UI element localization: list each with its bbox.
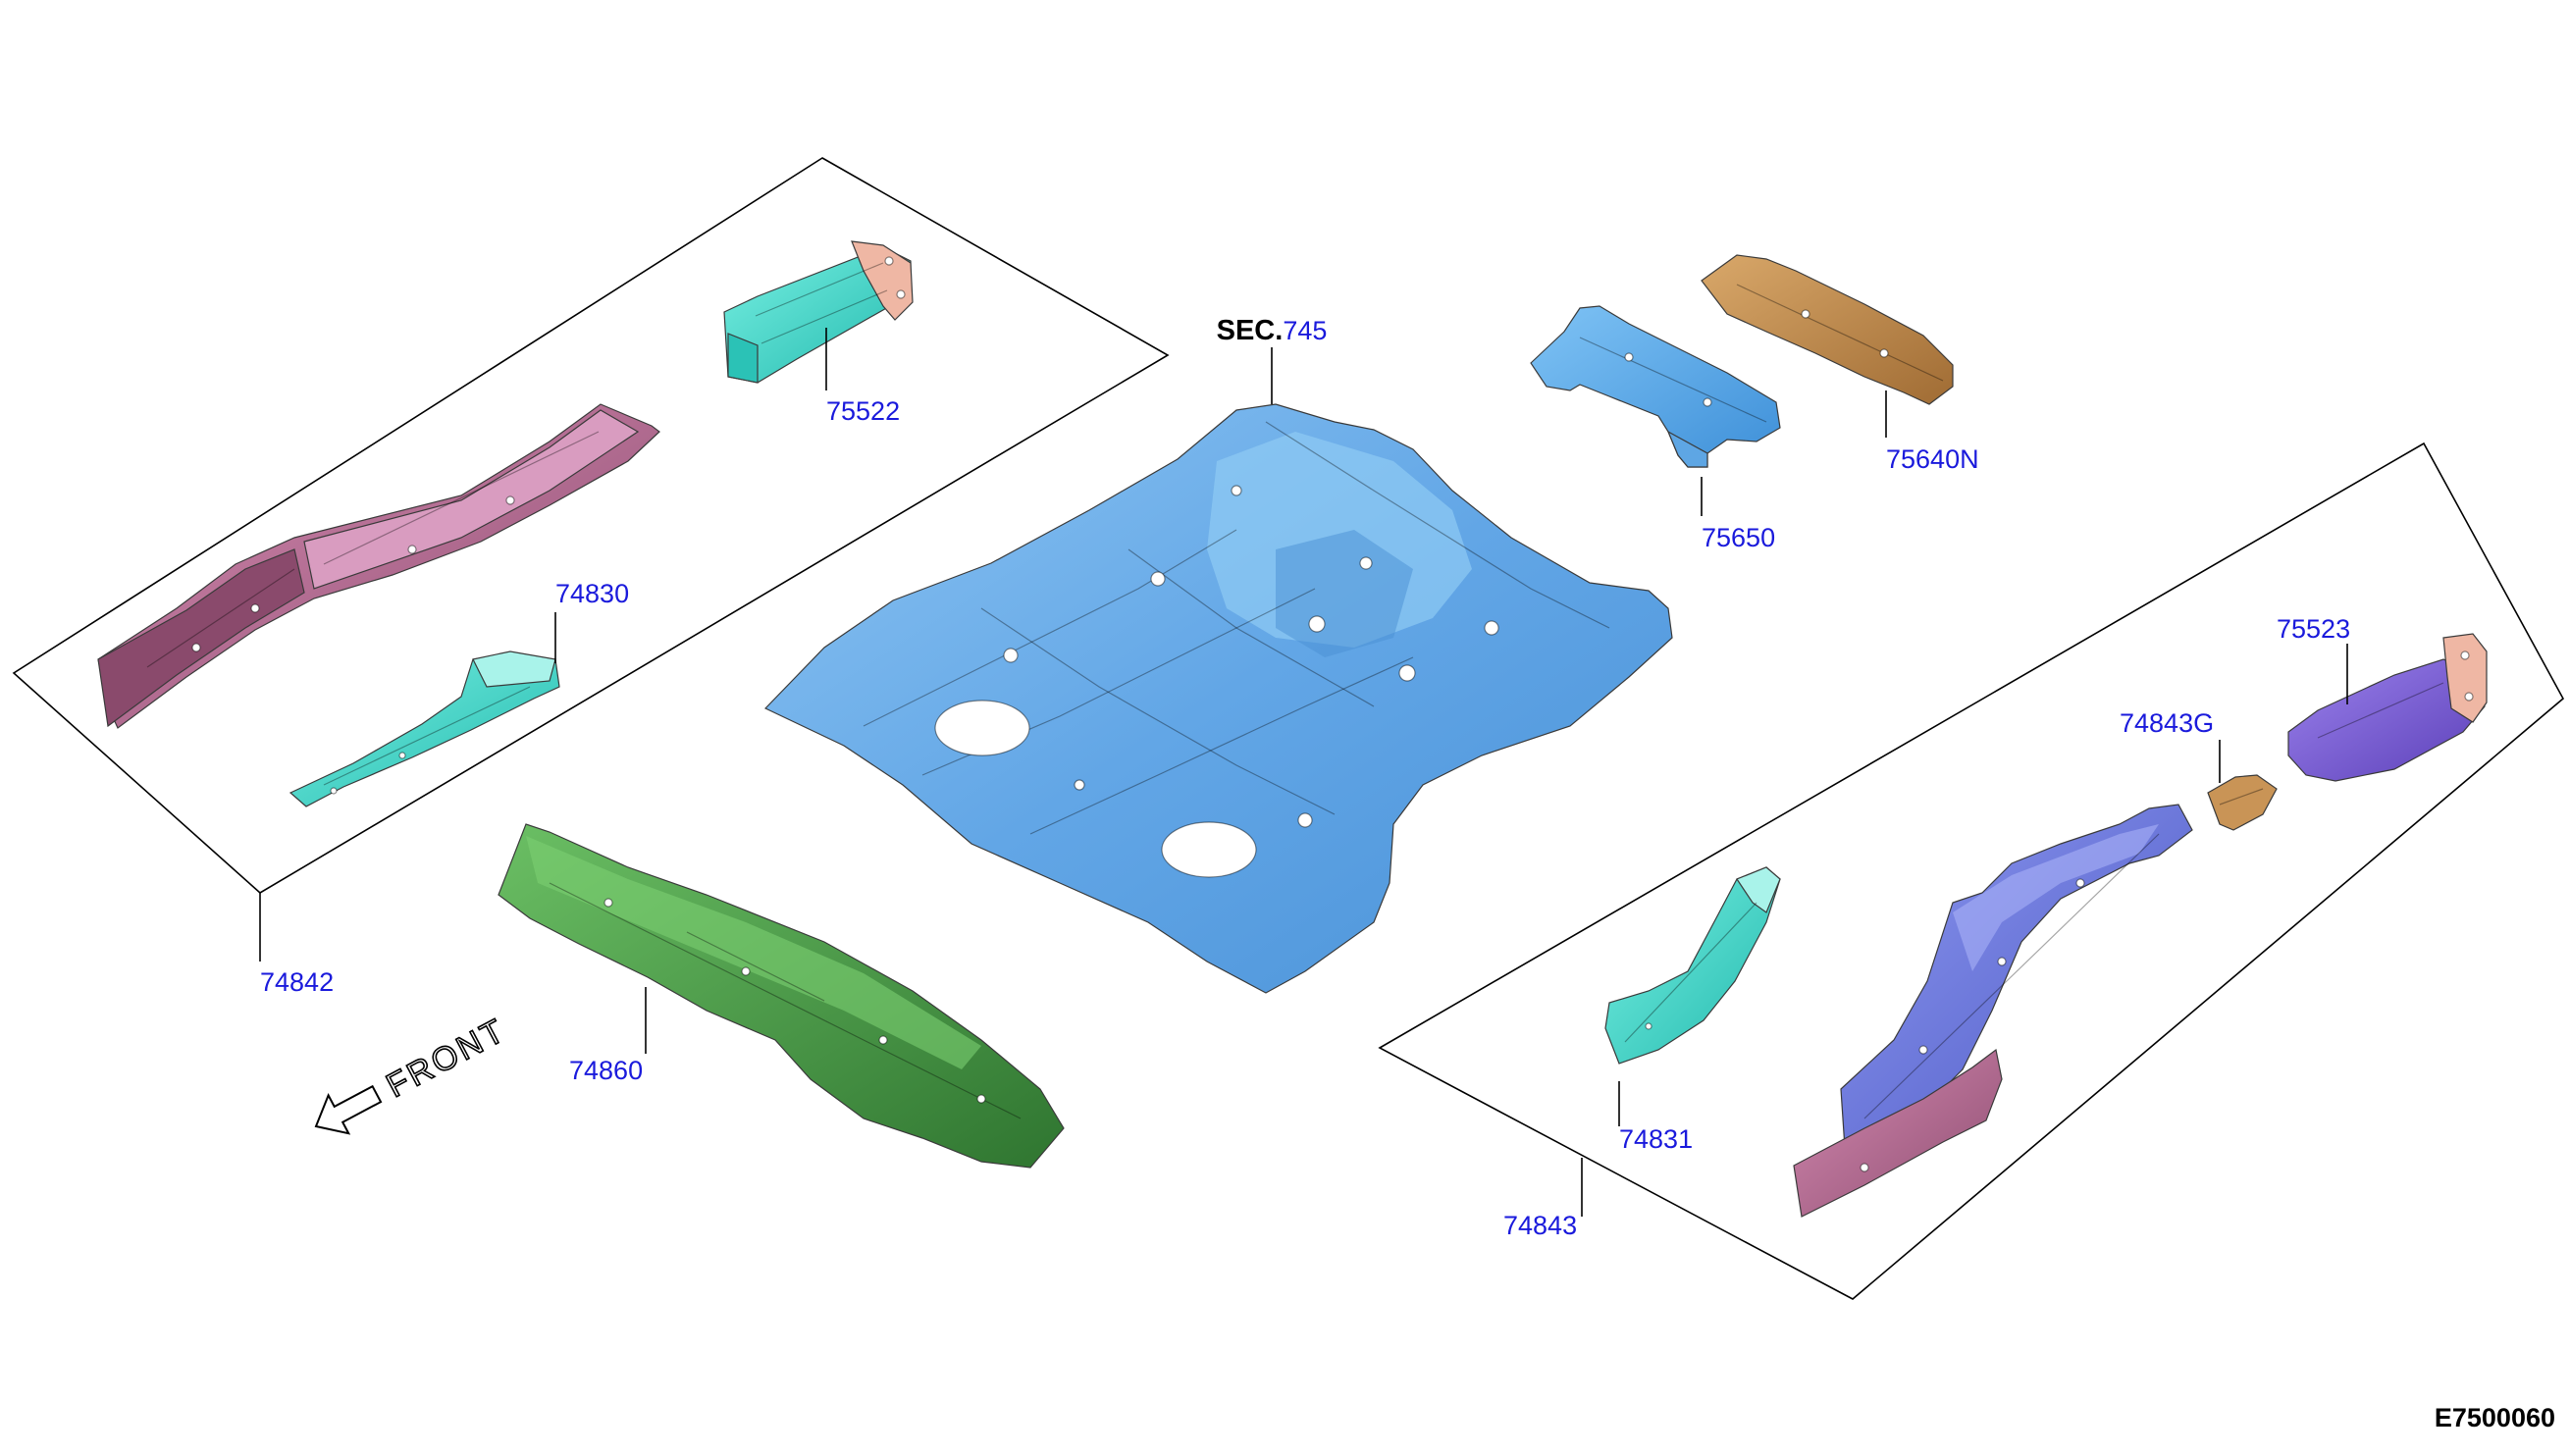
- part-75522-bracket[interactable]: [723, 240, 914, 384]
- part-75523-bracket[interactable]: [2287, 633, 2488, 782]
- label-74843g[interactable]: 74843G: [2120, 708, 2214, 738]
- label-75650[interactable]: 75650: [1702, 523, 1775, 552]
- front-arrow-icon: [314, 1084, 383, 1135]
- label-74843[interactable]: 74843: [1503, 1211, 1577, 1240]
- label-75522[interactable]: 75522: [826, 396, 900, 426]
- front-label: FRONT: [381, 1012, 512, 1106]
- part-74842-side-member[interactable]: [97, 403, 660, 729]
- front-direction-indicator: FRONT: [314, 1011, 513, 1135]
- part-74843-side-member[interactable]: [1793, 804, 2193, 1218]
- floor-panel-sec-745[interactable]: [763, 403, 1673, 994]
- label-75640n[interactable]: 75640N: [1886, 444, 1979, 474]
- part-74831-extension[interactable]: [1604, 866, 1781, 1065]
- group-frame-74843: [1378, 442, 2565, 1300]
- part-74860-cross-member[interactable]: [498, 823, 1065, 1169]
- part-74830-extension[interactable]: [288, 650, 560, 807]
- part-75650-member[interactable]: [1530, 305, 1781, 468]
- label-75523[interactable]: 75523: [2277, 614, 2350, 644]
- label-74842[interactable]: 74842: [260, 967, 334, 997]
- part-74843g-bracket[interactable]: [2207, 774, 2278, 831]
- label-74860[interactable]: 74860: [569, 1056, 643, 1085]
- part-75640n-member[interactable]: [1701, 254, 1954, 405]
- diagram-code: E7500060: [2435, 1403, 2555, 1432]
- label-74830[interactable]: 74830: [555, 579, 629, 608]
- label-74831[interactable]: 74831: [1619, 1124, 1693, 1154]
- label-sec-745[interactable]: SEC.745: [1217, 315, 1328, 346]
